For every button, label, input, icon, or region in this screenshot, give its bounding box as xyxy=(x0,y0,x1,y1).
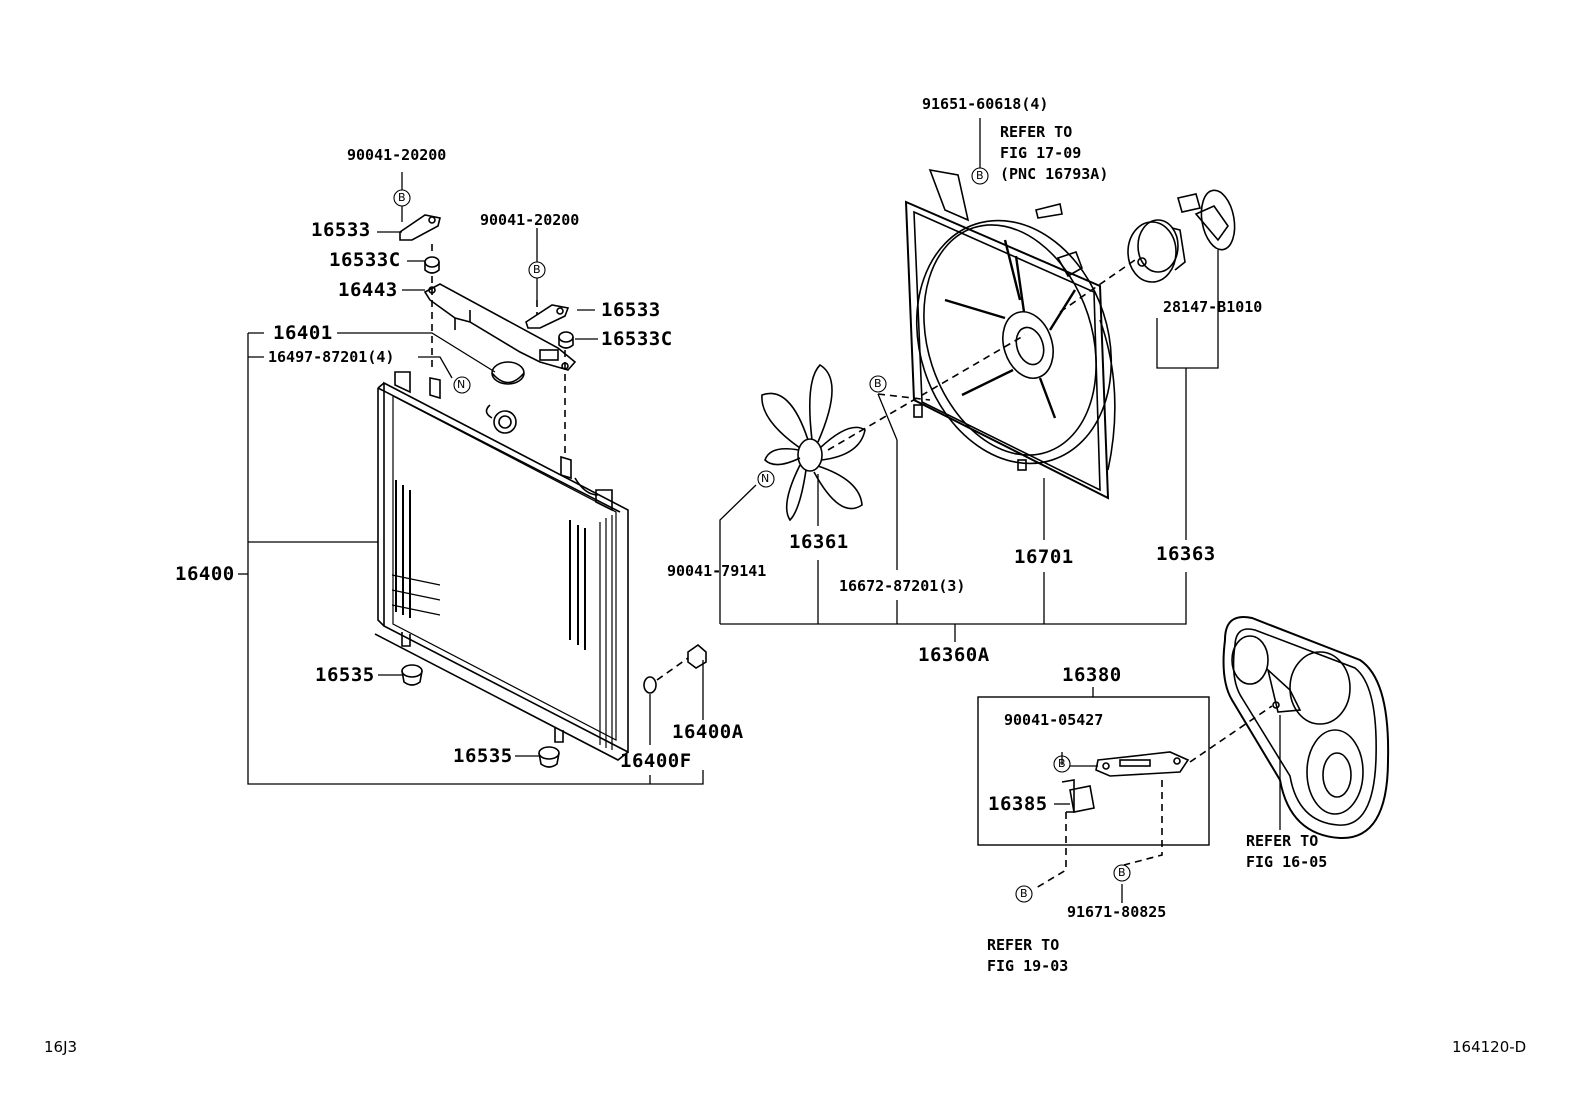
guide-lines-bracket xyxy=(1035,705,1273,889)
part-label-16497-87201[interactable]: 16497-87201(4) xyxy=(268,348,395,366)
badge-circles xyxy=(393,167,1131,903)
badge-b-label: B xyxy=(1020,887,1028,900)
leader-lines-left xyxy=(238,172,704,785)
fan-blade xyxy=(761,363,866,522)
part-label-16385[interactable]: 16385 xyxy=(988,793,1048,815)
part-label-91671-80825[interactable]: 91671-80825 xyxy=(1067,903,1167,921)
part-label-16535[interactable]: 16535 xyxy=(453,745,513,767)
part-label-16701[interactable]: 16701 xyxy=(1014,546,1074,568)
part-label-16401[interactable]: 16401 xyxy=(273,322,333,344)
part-label-16533c[interactable]: 16533C xyxy=(601,328,673,350)
guide-lines-fan xyxy=(827,259,1136,451)
part-label-16672-87201[interactable]: 16672-87201(3) xyxy=(839,577,966,595)
badge-b-label: B xyxy=(1118,866,1126,879)
note-refer-19-03[interactable]: REFER TO FIG 19-03 xyxy=(987,936,1069,975)
part-label-16535[interactable]: 16535 xyxy=(315,664,375,686)
drive-belt xyxy=(1222,616,1390,840)
brackets-16533 xyxy=(399,214,574,349)
part-label-28147-b1010[interactable]: 28147-B1010 xyxy=(1163,298,1263,316)
radiator xyxy=(374,371,629,761)
badge-n-label: N xyxy=(761,472,770,485)
part-label-90041-05427[interactable]: 90041-05427 xyxy=(1004,711,1104,729)
note-refer-17-09[interactable]: REFER TO FIG 17-09 (PNC 16793A) xyxy=(1000,123,1109,183)
badge-n-label: N xyxy=(457,378,466,391)
part-label-90041-20200[interactable]: 90041-20200 xyxy=(347,146,447,164)
upper-support-bracket xyxy=(423,283,577,385)
leader-lines-fan xyxy=(719,118,1219,642)
part-label-16400a[interactable]: 16400A xyxy=(672,721,744,743)
part-label-91651-60618[interactable]: 91651-60618(4) xyxy=(922,95,1049,113)
part-label-16400f[interactable]: 16400F xyxy=(620,750,692,772)
part-label-16361[interactable]: 16361 xyxy=(789,531,849,553)
box-16380 xyxy=(977,687,1210,846)
part-label-16360a[interactable]: 16360A xyxy=(918,644,990,666)
part-label-90041-79141[interactable]: 90041-79141 xyxy=(667,562,767,580)
part-label-16400[interactable]: 16400 xyxy=(175,563,235,585)
badge-b-label: B xyxy=(874,377,882,390)
guide-lines-left xyxy=(431,244,689,681)
lower-cushions-drain xyxy=(401,643,707,768)
badge-b-label: B xyxy=(976,169,984,182)
part-label-16533[interactable]: 16533 xyxy=(601,299,661,321)
part-label-16380[interactable]: 16380 xyxy=(1062,664,1122,686)
part-label-90041-20200[interactable]: 90041-20200 xyxy=(480,211,580,229)
page-code-left: 16J3 xyxy=(44,1038,78,1056)
part-label-16533c[interactable]: 16533C xyxy=(329,249,401,271)
note-refer-16-05[interactable]: REFER TO FIG 16-05 xyxy=(1246,832,1328,871)
fan-shroud xyxy=(904,168,1116,500)
refer-tag-17-09 xyxy=(1035,203,1063,219)
fan-motor xyxy=(1127,189,1236,283)
part-label-16363[interactable]: 16363 xyxy=(1156,543,1216,565)
part-label-16533[interactable]: 16533 xyxy=(311,219,371,241)
badge-b-label: B xyxy=(533,263,541,276)
badge-b-label: B xyxy=(1058,757,1066,770)
part-label-16443[interactable]: 16443 xyxy=(338,279,398,301)
badge-b-label: B xyxy=(398,191,406,204)
page-code-right: 164120-D xyxy=(1452,1038,1527,1056)
